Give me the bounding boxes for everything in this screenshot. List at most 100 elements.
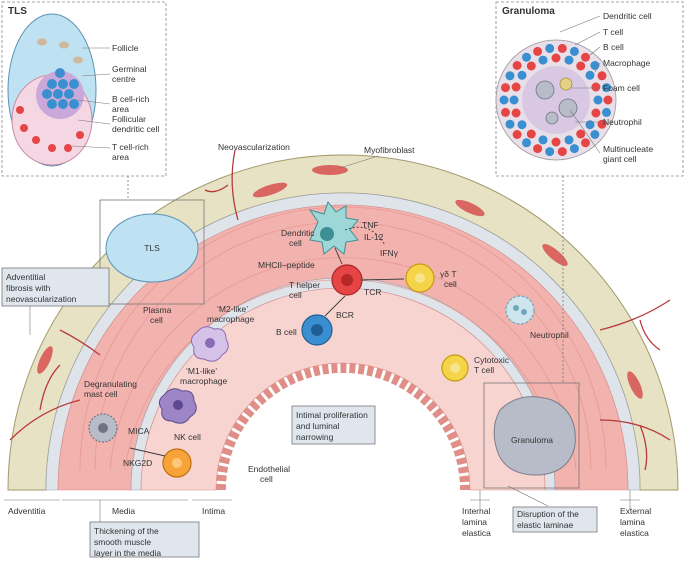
label-b-cell: B cell xyxy=(276,327,297,337)
granuloma-label-dendritic: Dendritic cell xyxy=(603,11,652,21)
label-media: Media xyxy=(112,506,135,516)
granuloma-label-macrophage: Macrophage xyxy=(603,58,651,68)
tls-panel-title: TLS xyxy=(8,6,27,17)
tls-region: TLS xyxy=(99,176,205,305)
tls-label-follicle: Follicle xyxy=(112,43,139,53)
granuloma-lymphocyte xyxy=(522,52,531,62)
granuloma-ring xyxy=(499,43,613,157)
tls-label-b-cell-area: B cell-rich area xyxy=(112,94,152,114)
granuloma-lymphocyte xyxy=(576,61,586,71)
granuloma-lymphocyte xyxy=(545,147,555,157)
granuloma-lymphocyte xyxy=(501,83,510,93)
granuloma-lymphocyte xyxy=(512,61,522,70)
tls-inner-label: TLS xyxy=(144,243,160,253)
granuloma-lymphocyte xyxy=(526,61,536,71)
granuloma-lymphocyte xyxy=(564,135,574,145)
granuloma-lymphocyte xyxy=(585,120,595,130)
label-neutrophil: Neutrophil xyxy=(530,330,569,340)
granuloma-lymphocyte xyxy=(511,108,521,118)
granuloma-lymphocyte xyxy=(511,82,521,92)
tls-label-germinal-centre: Germinal centre xyxy=(112,64,149,84)
granuloma-lymphocyte xyxy=(603,95,613,105)
germinal-line-2: centre xyxy=(112,74,136,84)
neovascular-vessels xyxy=(9,149,671,471)
immune-cells xyxy=(88,200,535,478)
main-labels: Neovascularization Myofibroblast Dendrit… xyxy=(84,142,569,484)
label-m1: ‘M1-like’macrophage xyxy=(180,366,228,386)
tls-panel: TLS Follicle Germinal centre B cell- xyxy=(1,1,167,177)
granuloma-lymphocyte xyxy=(569,144,579,154)
granuloma-lymphocyte xyxy=(517,120,527,130)
granuloma-lymphocyte xyxy=(597,71,607,81)
granuloma-lymphocyte xyxy=(602,107,611,117)
label-adventitia: Adventitia xyxy=(8,506,46,516)
granuloma-lymphocyte xyxy=(538,135,548,145)
granuloma-panel-title: Granuloma xyxy=(502,6,555,17)
granuloma-lymphocyte xyxy=(581,52,590,62)
germinal-line-1: Germinal xyxy=(112,64,147,74)
granuloma-lymphocyte xyxy=(499,95,509,105)
granuloma-lymphocyte xyxy=(551,137,561,147)
granuloma-label-t-cell: T cell xyxy=(603,27,623,37)
granuloma-lymphocyte xyxy=(590,130,600,139)
granuloma-label-giant-cell: Multinucleate giant cell xyxy=(603,144,655,164)
granuloma-lymphocyte xyxy=(569,46,579,56)
granuloma-inner-label: Granuloma xyxy=(511,435,553,445)
layer-labels xyxy=(4,485,640,522)
granuloma-lymphocyte xyxy=(505,71,515,81)
label-nk-cell: NK cell xyxy=(174,432,201,442)
granuloma-lymphocyte xyxy=(576,129,586,139)
granuloma-lymphocyte xyxy=(509,95,519,105)
label-m2: ‘M2-like’macrophage xyxy=(207,304,255,324)
granuloma-lymphocyte xyxy=(593,95,603,105)
granuloma-lymphocyte xyxy=(533,46,543,56)
tls-label-fdc: Follicular dendritic cell xyxy=(112,114,159,134)
granuloma-lymphocyte xyxy=(517,70,527,80)
label-nkg2d: NKG2D xyxy=(123,458,152,468)
granuloma-lymphocyte xyxy=(551,53,561,63)
label-tnf: TNF xyxy=(362,220,379,230)
granuloma-lymphocyte xyxy=(585,70,595,80)
tls-label-t-cell-area: T cell-rich area xyxy=(112,142,151,162)
granuloma-lymphocyte xyxy=(591,82,601,92)
granuloma-lymphocyte xyxy=(533,144,543,154)
granuloma-lymphocyte xyxy=(526,129,536,139)
label-mhcii: MHCII–peptide xyxy=(258,260,315,270)
granuloma-lymphocyte xyxy=(505,119,515,129)
granuloma-region: Granuloma xyxy=(483,176,580,489)
label-intima: Intima xyxy=(202,506,225,516)
granuloma-lymphocyte xyxy=(557,147,567,157)
granuloma-lymphocyte xyxy=(501,107,510,117)
granuloma-lymphocyte xyxy=(545,43,555,53)
neutrophil-cell xyxy=(505,295,535,325)
label-bcr: BCR xyxy=(336,310,354,320)
granuloma-lymphocyte xyxy=(581,138,590,148)
endothelium-layer xyxy=(216,363,470,491)
label-neovascularization: Neovascularization xyxy=(218,142,290,152)
granuloma-label-foam-cell: Foam cell xyxy=(603,83,640,93)
label-il12: IL-12 xyxy=(364,232,384,242)
granuloma-lymphocyte xyxy=(522,138,531,148)
granuloma-label-neutrophil: Neutrophil xyxy=(603,117,642,127)
granuloma-panel: Granuloma Dendritic cell T cell B cell M… xyxy=(495,1,684,177)
label-mica: MICA xyxy=(128,426,150,436)
granuloma-lymphocyte xyxy=(538,55,548,65)
granuloma-lymphocyte xyxy=(602,83,611,93)
label-myofibroblast: Myofibroblast xyxy=(364,145,415,155)
granuloma-lymphocyte xyxy=(557,43,567,53)
